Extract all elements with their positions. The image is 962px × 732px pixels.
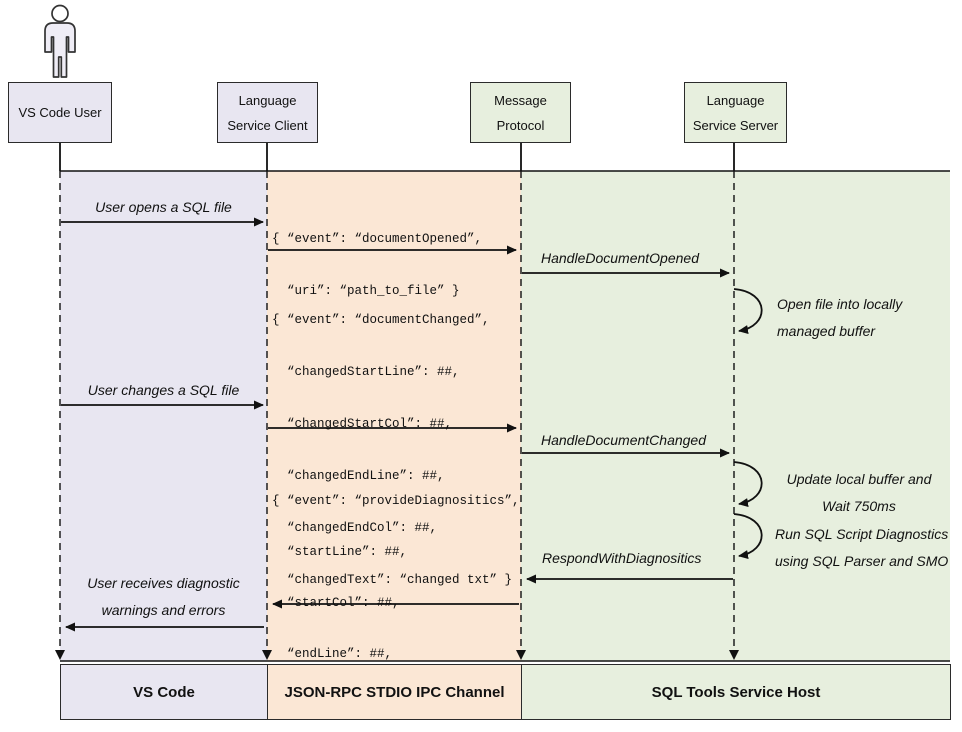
selfloop-open-buffer [733,288,763,334]
actor-box-language-service-server: Language Service Server [684,82,787,143]
label-user-receives-diagnostics: User receives diagnostic warnings and er… [87,575,240,618]
lane-json-rpc-channel [267,171,521,661]
lane-vscode [60,171,267,661]
actor-box-message-protocol: Message Protocol [470,82,571,143]
actor-label-line2: Service Server [692,117,779,133]
label-respond-with-diagnostics: RespondWithDiagnositics [542,550,702,566]
actor-box-vscode-user: VS Code User [8,82,112,143]
lifeline-end-arrowheads [55,650,739,660]
actor-label-line1: Language [706,92,765,108]
label-open-buffer: Open file into locally managed buffer [777,296,903,339]
lifeline-stubs [59,143,735,171]
actor-label-line1: Message [494,92,547,108]
actor-label-line1: Language [238,92,297,108]
actor-label: VS Code User [18,105,102,120]
message-arrows [61,217,763,632]
payload-document-changed: { “event”: “documentChanged”, “changedSt… [272,313,513,587]
label-handle-document-changed: HandleDocumentChanged [541,432,706,448]
label-handle-document-opened: HandleDocumentOpened [541,250,699,266]
label-user-changes-sql-file: User changes a SQL file [87,382,240,398]
label-run-sql-diagnostics: Run SQL Script Diagnostics using SQL Par… [775,526,949,569]
selfloop-update-buffer [733,461,763,507]
actor-label-line2: Service Client [227,117,308,133]
footer-box-vscode: VS Code [60,664,268,720]
actor-box-language-service-client: Language Service Client [217,82,318,143]
label-user-opens-sql-file: User opens a SQL file [95,199,232,215]
label-update-buffer-wait: Update local buffer and Wait 750ms [786,471,932,514]
actor-label-line2: Protocol [496,117,545,133]
payload-document-opened: { “event”: “documentOpened”, “uri”: “pat… [272,232,483,298]
user-actor-icon [44,4,76,78]
footer-box-sql-tools-host: SQL Tools Service Host [521,664,951,720]
lifelines [59,171,735,649]
footer-box-json-rpc-channel: JSON-RPC STDIO IPC Channel [267,664,522,720]
selfloop-run-diagnostics [733,513,763,559]
